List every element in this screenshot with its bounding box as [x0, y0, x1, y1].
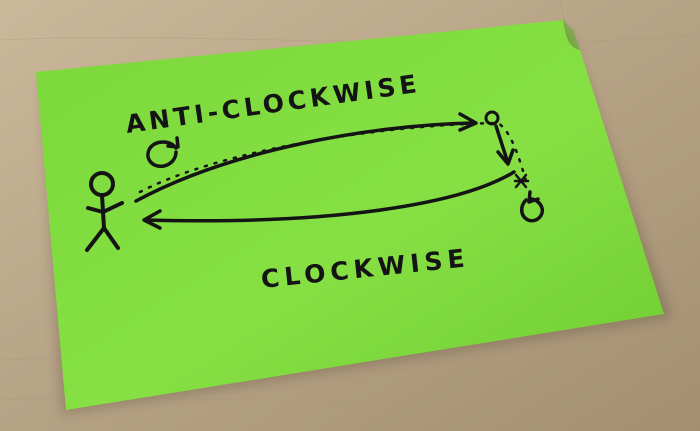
stick-figure-icon [85, 171, 124, 252]
down-arrow [494, 124, 509, 162]
return-arrow [144, 170, 516, 223]
anticlockwise-rotation-icon [146, 136, 180, 168]
down-arrow-head [496, 148, 515, 166]
note-curl [563, 20, 580, 50]
star-mark [513, 173, 530, 189]
outbound-arrow [134, 121, 476, 203]
return-arrow-head [142, 209, 162, 230]
outbound-arrow-head [458, 112, 478, 132]
small-circle-icon [484, 110, 500, 126]
clockwise-rotation-icon [520, 190, 545, 223]
